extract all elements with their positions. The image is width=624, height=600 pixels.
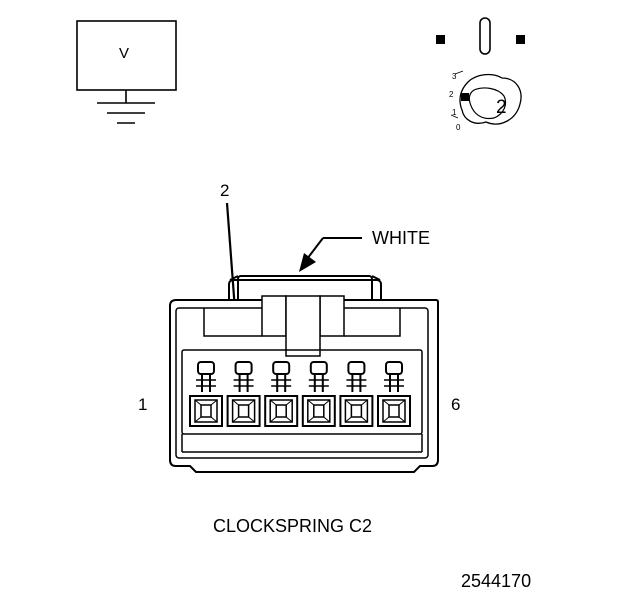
pin-cavity-1 <box>189 361 223 427</box>
connector-name: CLOCKSPRING C2 <box>213 516 373 536</box>
pin-start-label: 1 <box>138 395 148 414</box>
pin-cavity-2 <box>226 361 261 427</box>
selector-position-2: 2 <box>449 90 454 99</box>
pin-cavity-6 <box>377 361 411 427</box>
selector-selected-value: 2 <box>496 97 507 118</box>
voltmeter-label: V <box>119 45 130 62</box>
connector-color-label: WHITE <box>372 228 430 248</box>
pin-cavity-5 <box>339 361 374 427</box>
pin-end-label: 6 <box>451 395 461 414</box>
voltmeter <box>76 20 177 124</box>
selector-position-3: 3 <box>452 72 457 81</box>
selector-position-0: 0 <box>456 123 461 132</box>
selector-switch-icon <box>436 17 525 125</box>
pin-cavity-4 <box>301 361 336 427</box>
pin-cavity-3 <box>264 361 299 427</box>
probe-pin-label: 2 <box>220 181 230 200</box>
figure-id: 2544170 <box>461 571 532 591</box>
color-callout-arrow <box>299 237 362 272</box>
selector-position-1: 1 <box>452 108 457 117</box>
connector-body <box>169 275 439 473</box>
pin-cavities <box>189 361 411 427</box>
